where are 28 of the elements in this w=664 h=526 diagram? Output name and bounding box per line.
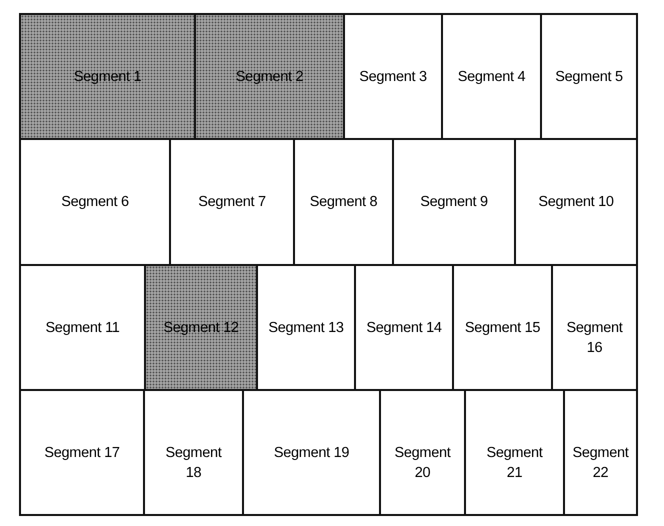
segment-label: Segment 8 — [310, 193, 378, 212]
segment-box — [19, 389, 145, 516]
segment-box — [540, 13, 638, 140]
segment-label: Segment 12 — [163, 318, 239, 338]
segment-label: Segment 22 — [572, 444, 630, 482]
shaded-segment-box — [19, 13, 196, 140]
shaded-segment-box — [194, 13, 345, 140]
segment-label: Segment 4 — [458, 68, 526, 86]
segment-label: Segment 21 — [486, 444, 544, 482]
segment-label: Segment 9 — [420, 193, 488, 212]
segment-label: Segment 11 — [45, 318, 120, 338]
segment-label: Segment 15 — [464, 318, 540, 338]
segment-label: Segment 14 — [366, 318, 442, 338]
segment-label: Segment 10 — [538, 193, 614, 212]
segment-label: Segment 3 — [359, 68, 427, 86]
segment-label: Segment 19 — [274, 444, 350, 462]
segment-label: Segment 6 — [61, 193, 129, 212]
segment-label: Segment 5 — [555, 68, 623, 86]
segment-label: Segment 17 — [44, 444, 120, 462]
segment-label: Segment 7 — [198, 193, 266, 212]
segment-label: Segment 13 — [268, 318, 344, 338]
segment-label: Segment 20 — [394, 444, 452, 482]
segment-box — [563, 389, 638, 516]
segment-label: Segment 1 — [74, 68, 142, 86]
segment-label: Segment 18 — [164, 444, 223, 482]
segment-label: Segment 2 — [236, 68, 304, 86]
shaded-segment-box — [144, 264, 258, 391]
segment-label: Segment 16 — [566, 318, 624, 358]
